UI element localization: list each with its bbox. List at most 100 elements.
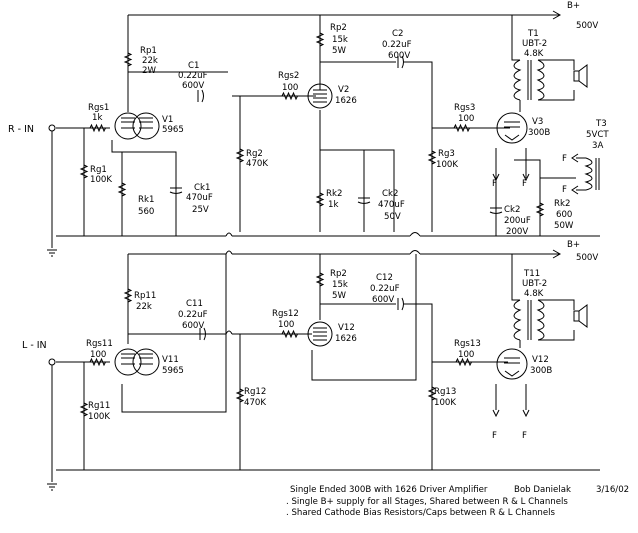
v3-type: 300B	[528, 128, 550, 138]
c12-capacitor	[397, 297, 404, 311]
rk2b-name: Rk2	[554, 199, 570, 209]
rgs1-value: 1k	[92, 113, 102, 123]
c11-rating: 600V	[182, 321, 204, 331]
filament-arrows	[492, 153, 579, 418]
v12b-type: 300B	[530, 366, 552, 376]
rp1-rating: 2W	[142, 66, 156, 76]
filament-f: F	[562, 154, 567, 164]
ck2-value: 470uF	[378, 200, 405, 210]
speaker-icon	[573, 304, 588, 328]
v2-tube	[307, 83, 333, 109]
v12a-type: 1626	[335, 334, 357, 344]
bottom-wires	[56, 253, 600, 471]
t3-transformer	[564, 157, 600, 191]
rgs3-value: 100	[458, 114, 474, 124]
rgs1-name: Rgs1	[88, 103, 109, 113]
ck2b-value: 200uF	[504, 216, 531, 226]
author: Bob Danielak	[514, 485, 571, 495]
ck1-value: 470uF	[186, 193, 213, 203]
rgs1-resistor	[89, 124, 106, 132]
bplus-label: B+	[567, 240, 580, 250]
rk1-value: 560	[138, 207, 154, 217]
rk2-name: Rk2	[326, 189, 342, 199]
c2-name: C2	[392, 29, 403, 39]
rgs2-resistor	[281, 92, 298, 100]
rp2-bottom-value: 15k	[332, 280, 348, 290]
l-input-jack	[46, 358, 58, 491]
note-line-1: . Single B+ supply for all Stages, Share…	[286, 497, 568, 507]
t11-transformer	[513, 299, 575, 341]
rp1-name: Rp1	[140, 46, 157, 56]
rp2-value: 15k	[332, 35, 348, 45]
rgs3-resistor	[453, 124, 470, 132]
v2-name: V2	[338, 85, 349, 95]
filament-f: F	[522, 179, 527, 189]
ck2b-rating: 200V	[506, 227, 528, 237]
speaker-icon	[573, 64, 588, 88]
t11-name: T11	[523, 269, 540, 279]
rg1-value: 100K	[90, 175, 112, 185]
bplus-voltage: 500V	[576, 253, 598, 263]
rg2-value: 470K	[246, 159, 268, 169]
rg12-value: 470K	[244, 398, 266, 408]
v1-name: V1	[162, 115, 173, 125]
t1-z: 4.8K	[524, 49, 544, 59]
rg13-value: 100K	[434, 398, 456, 408]
c12-rating: 600V	[372, 295, 394, 305]
filament-f: F	[522, 431, 527, 441]
c1-rating: 600V	[182, 81, 204, 91]
t11-z: 4.8K	[524, 289, 544, 299]
v11-type: 5965	[162, 366, 184, 376]
bplus-voltage: 500V	[576, 21, 598, 31]
l-in-label: L - IN	[22, 340, 47, 351]
schematic-title: Single Ended 300B with 1626 Driver Ampli…	[290, 485, 488, 495]
v12a-name: V12	[338, 323, 355, 333]
rgs12-value: 100	[278, 320, 294, 330]
date: 3/16/02	[596, 485, 629, 495]
rg11-value: 100K	[88, 412, 110, 422]
ck2b-name: Ck2	[504, 205, 520, 215]
rp2-rating: 5W	[332, 46, 346, 56]
rgs3-name: Rgs3	[454, 103, 475, 113]
ck2-name: Ck2	[382, 189, 398, 199]
v3-name: V3	[532, 117, 543, 127]
rgs2-value: 100	[282, 83, 298, 93]
ck1-rating: 25V	[192, 205, 209, 215]
rp11-value: 22k	[136, 302, 152, 312]
note-line-2: . Shared Cathode Bias Resistors/Caps bet…	[286, 508, 556, 518]
c2-value: 0.22uF	[382, 40, 412, 50]
rp11-name: Rp11	[134, 291, 156, 301]
t1-type: UBT-2	[522, 39, 547, 49]
v3-tube	[496, 112, 528, 144]
rk2-value: 1k	[328, 200, 338, 210]
c11-name: C11	[186, 299, 203, 309]
rg1-name: Rg1	[90, 165, 107, 175]
filament-f: F	[492, 431, 497, 441]
rp1-value: 22k	[142, 56, 158, 66]
ck1-name: Ck1	[194, 183, 210, 193]
bplus-arrow-bottom	[552, 249, 562, 259]
t11-type: UBT-2	[522, 279, 547, 289]
r-in-label: R - IN	[8, 124, 34, 135]
v2-type: 1626	[335, 96, 357, 106]
rgs11-value: 100	[90, 350, 106, 360]
rgs11-name: Rgs11	[86, 339, 113, 349]
rp2-bottom-rating: 5W	[332, 291, 346, 301]
c12-name: C12	[376, 273, 393, 283]
c2-rating: 600V	[388, 51, 410, 61]
c12-value: 0.22uF	[370, 284, 400, 294]
v12b-name: V12	[532, 355, 549, 365]
rp2-name: Rp2	[330, 23, 347, 33]
v12-300b-tube	[496, 348, 528, 380]
r-input-jack	[46, 124, 58, 257]
ground-top	[46, 249, 58, 257]
bplus-arrow-top	[552, 10, 562, 20]
top-wires	[56, 14, 600, 237]
rk2b-rating: 50W	[554, 221, 574, 231]
t1-name: T1	[527, 29, 539, 39]
rk1-name: Rk1	[138, 195, 154, 205]
v11-tube	[114, 348, 160, 376]
t1-transformer	[513, 59, 575, 101]
bplus-label: B+	[567, 1, 580, 11]
